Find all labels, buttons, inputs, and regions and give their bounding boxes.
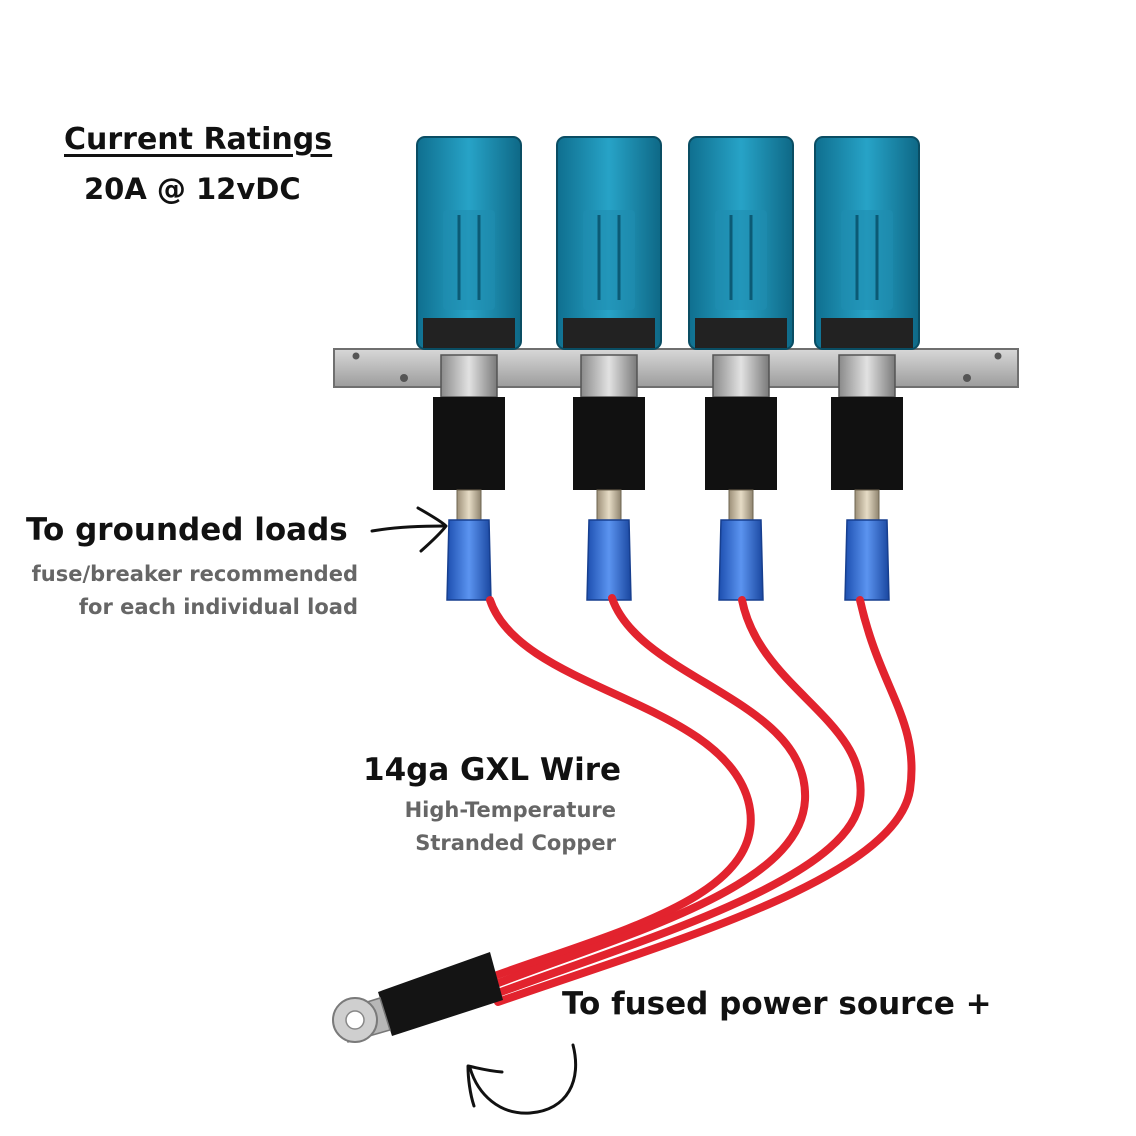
wire-note-line-2: Stranded Copper <box>415 831 616 855</box>
switch-bushing-nut <box>838 354 896 398</box>
switch-safety-cover <box>556 136 662 350</box>
wire-spec-heading: 14ga GXL Wire <box>363 752 622 788</box>
wire-4 <box>494 596 916 1006</box>
switch-body <box>831 397 903 490</box>
switch-bushing-nut <box>712 354 770 398</box>
toggle-switch-1 <box>416 136 522 601</box>
switch-bushing-nut <box>440 354 498 398</box>
loads-note: fuse/breaker recommended for each indivi… <box>32 558 358 624</box>
switch-safety-cover <box>416 136 522 350</box>
current-ratings-heading: Current Ratings <box>64 122 333 157</box>
terminal-insulator <box>446 519 492 601</box>
wire-harness <box>466 594 916 1006</box>
heat-shrink <box>378 952 503 1036</box>
terminal-insulator <box>586 519 632 601</box>
switch-bushing-nut <box>580 354 638 398</box>
grounded-loads-label: To grounded loads <box>26 512 348 548</box>
wire-1 <box>466 596 755 989</box>
arrow-to-loads-icon <box>370 506 448 553</box>
wire-2 <box>476 594 810 994</box>
wire-spec-note: High-Temperature Stranded Copper <box>405 794 616 860</box>
switch-body <box>433 397 505 490</box>
power-source-label: To fused power source + <box>562 986 992 1022</box>
wire-note-line-1: High-Temperature <box>404 798 616 822</box>
toggle-switch-4 <box>814 136 920 601</box>
switch-body <box>705 397 777 490</box>
toggle-switch-2 <box>556 136 662 601</box>
terminal-insulator <box>844 519 890 601</box>
mounting-plate <box>333 348 1019 388</box>
current-ratings-value: 20A @ 12vDC <box>84 172 301 206</box>
wire-3 <box>486 596 865 1000</box>
loads-note-line-2: for each individual load <box>78 595 358 619</box>
toggle-switch-3 <box>688 136 794 601</box>
loads-note-line-1: fuse/breaker recommended <box>31 562 358 586</box>
ring-terminal-assembly <box>332 952 503 1043</box>
switch-body <box>573 397 645 490</box>
switch-safety-cover <box>688 136 794 350</box>
arrow-to-power-icon <box>466 1043 578 1115</box>
terminal-insulator <box>718 519 764 601</box>
switch-safety-cover <box>814 136 920 350</box>
